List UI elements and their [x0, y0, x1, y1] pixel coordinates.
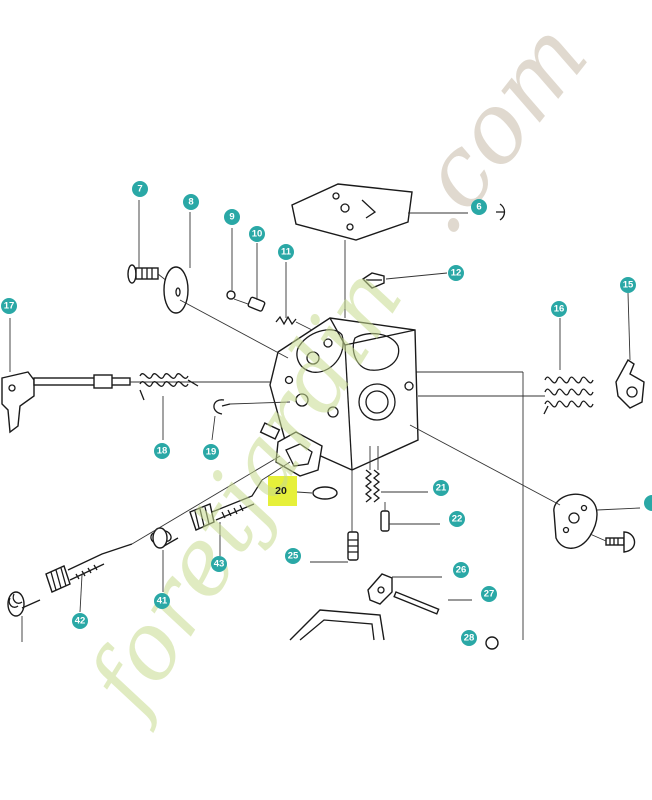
part-12-gasket	[361, 272, 448, 289]
callout-20: 20	[275, 485, 287, 497]
callout-16: 16	[551, 301, 567, 317]
spring-bottom-left	[7, 591, 41, 642]
callout-11: 11	[278, 244, 294, 260]
callout-43: 43	[211, 556, 227, 572]
svg-text:21: 21	[436, 483, 447, 494]
part-42-needle-screw	[45, 455, 281, 613]
callout-42: 42	[72, 613, 88, 629]
part-10-pin	[247, 243, 266, 312]
svg-text:15: 15	[623, 280, 634, 291]
svg-text:16: 16	[554, 304, 565, 315]
part-27-pin	[393, 591, 472, 615]
svg-text:28: 28	[464, 633, 475, 644]
callout-6: 6	[471, 199, 487, 215]
svg-text:17: 17	[4, 301, 15, 312]
callout-partial-right	[644, 495, 652, 511]
svg-text:9: 9	[229, 212, 234, 223]
svg-text:8: 8	[188, 197, 193, 208]
callout-27: 27	[481, 586, 497, 602]
svg-text:7: 7	[137, 184, 142, 195]
callout-15: 15	[620, 277, 636, 293]
svg-text:26: 26	[456, 565, 467, 576]
callout-19: 19	[203, 444, 219, 460]
callouts: 6 7 8 9 10 11 12 15 16 17 18 19 20 21 22…	[1, 181, 636, 646]
callout-28: 28	[461, 630, 477, 646]
part-11-spring	[275, 262, 313, 331]
part-8-disc	[163, 212, 289, 359]
part-21-spring	[364, 446, 428, 503]
part-16-spring	[418, 318, 594, 415]
part-18-spring	[139, 373, 199, 440]
callout-7: 7	[132, 181, 148, 197]
part-25-screw	[310, 470, 359, 563]
callout-17: 17	[1, 298, 17, 314]
callout-8: 8	[183, 194, 199, 210]
frame-lines	[410, 371, 524, 640]
screw-right	[589, 531, 636, 553]
part-26-lever	[367, 573, 442, 605]
part-20-plug	[268, 476, 338, 506]
svg-text:43: 43	[214, 559, 225, 570]
svg-text:22: 22	[452, 514, 463, 525]
callout-10: 10	[249, 226, 265, 242]
callout-25: 25	[285, 548, 301, 564]
watermark-brand: foretjardin	[65, 249, 424, 735]
watermark-domain-suffix: .com	[378, 2, 610, 255]
svg-text:12: 12	[451, 268, 462, 279]
svg-text:27: 27	[484, 589, 495, 600]
svg-text:6: 6	[476, 202, 481, 213]
callout-9: 9	[224, 209, 240, 225]
callout-41: 41	[154, 593, 170, 609]
callout-21: 21	[433, 480, 449, 496]
svg-text:11: 11	[281, 247, 292, 258]
callout-22: 22	[449, 511, 465, 527]
svg-text:10: 10	[252, 229, 263, 240]
carburetor-body	[259, 317, 419, 477]
part-43-needle-screw	[189, 461, 291, 556]
part-28-gasket	[289, 609, 499, 650]
svg-text:19: 19	[206, 447, 217, 458]
svg-text:41: 41	[157, 596, 168, 607]
callout-26: 26	[453, 562, 469, 578]
part-7-screw	[127, 200, 173, 286]
part-41-spring	[150, 527, 179, 592]
washer-plate	[409, 424, 641, 549]
svg-text:42: 42	[75, 616, 86, 627]
svg-text:20: 20	[275, 485, 287, 497]
svg-text:25: 25	[288, 551, 299, 562]
callout-12: 12	[448, 265, 464, 281]
part-15-lever	[615, 292, 645, 409]
part-19-clip	[211, 399, 291, 441]
svg-text:18: 18	[157, 446, 168, 457]
part-22-needle	[380, 502, 440, 532]
callout-18: 18	[154, 443, 170, 459]
part-20-highlight	[268, 476, 297, 506]
part-6-gasket	[291, 183, 506, 318]
